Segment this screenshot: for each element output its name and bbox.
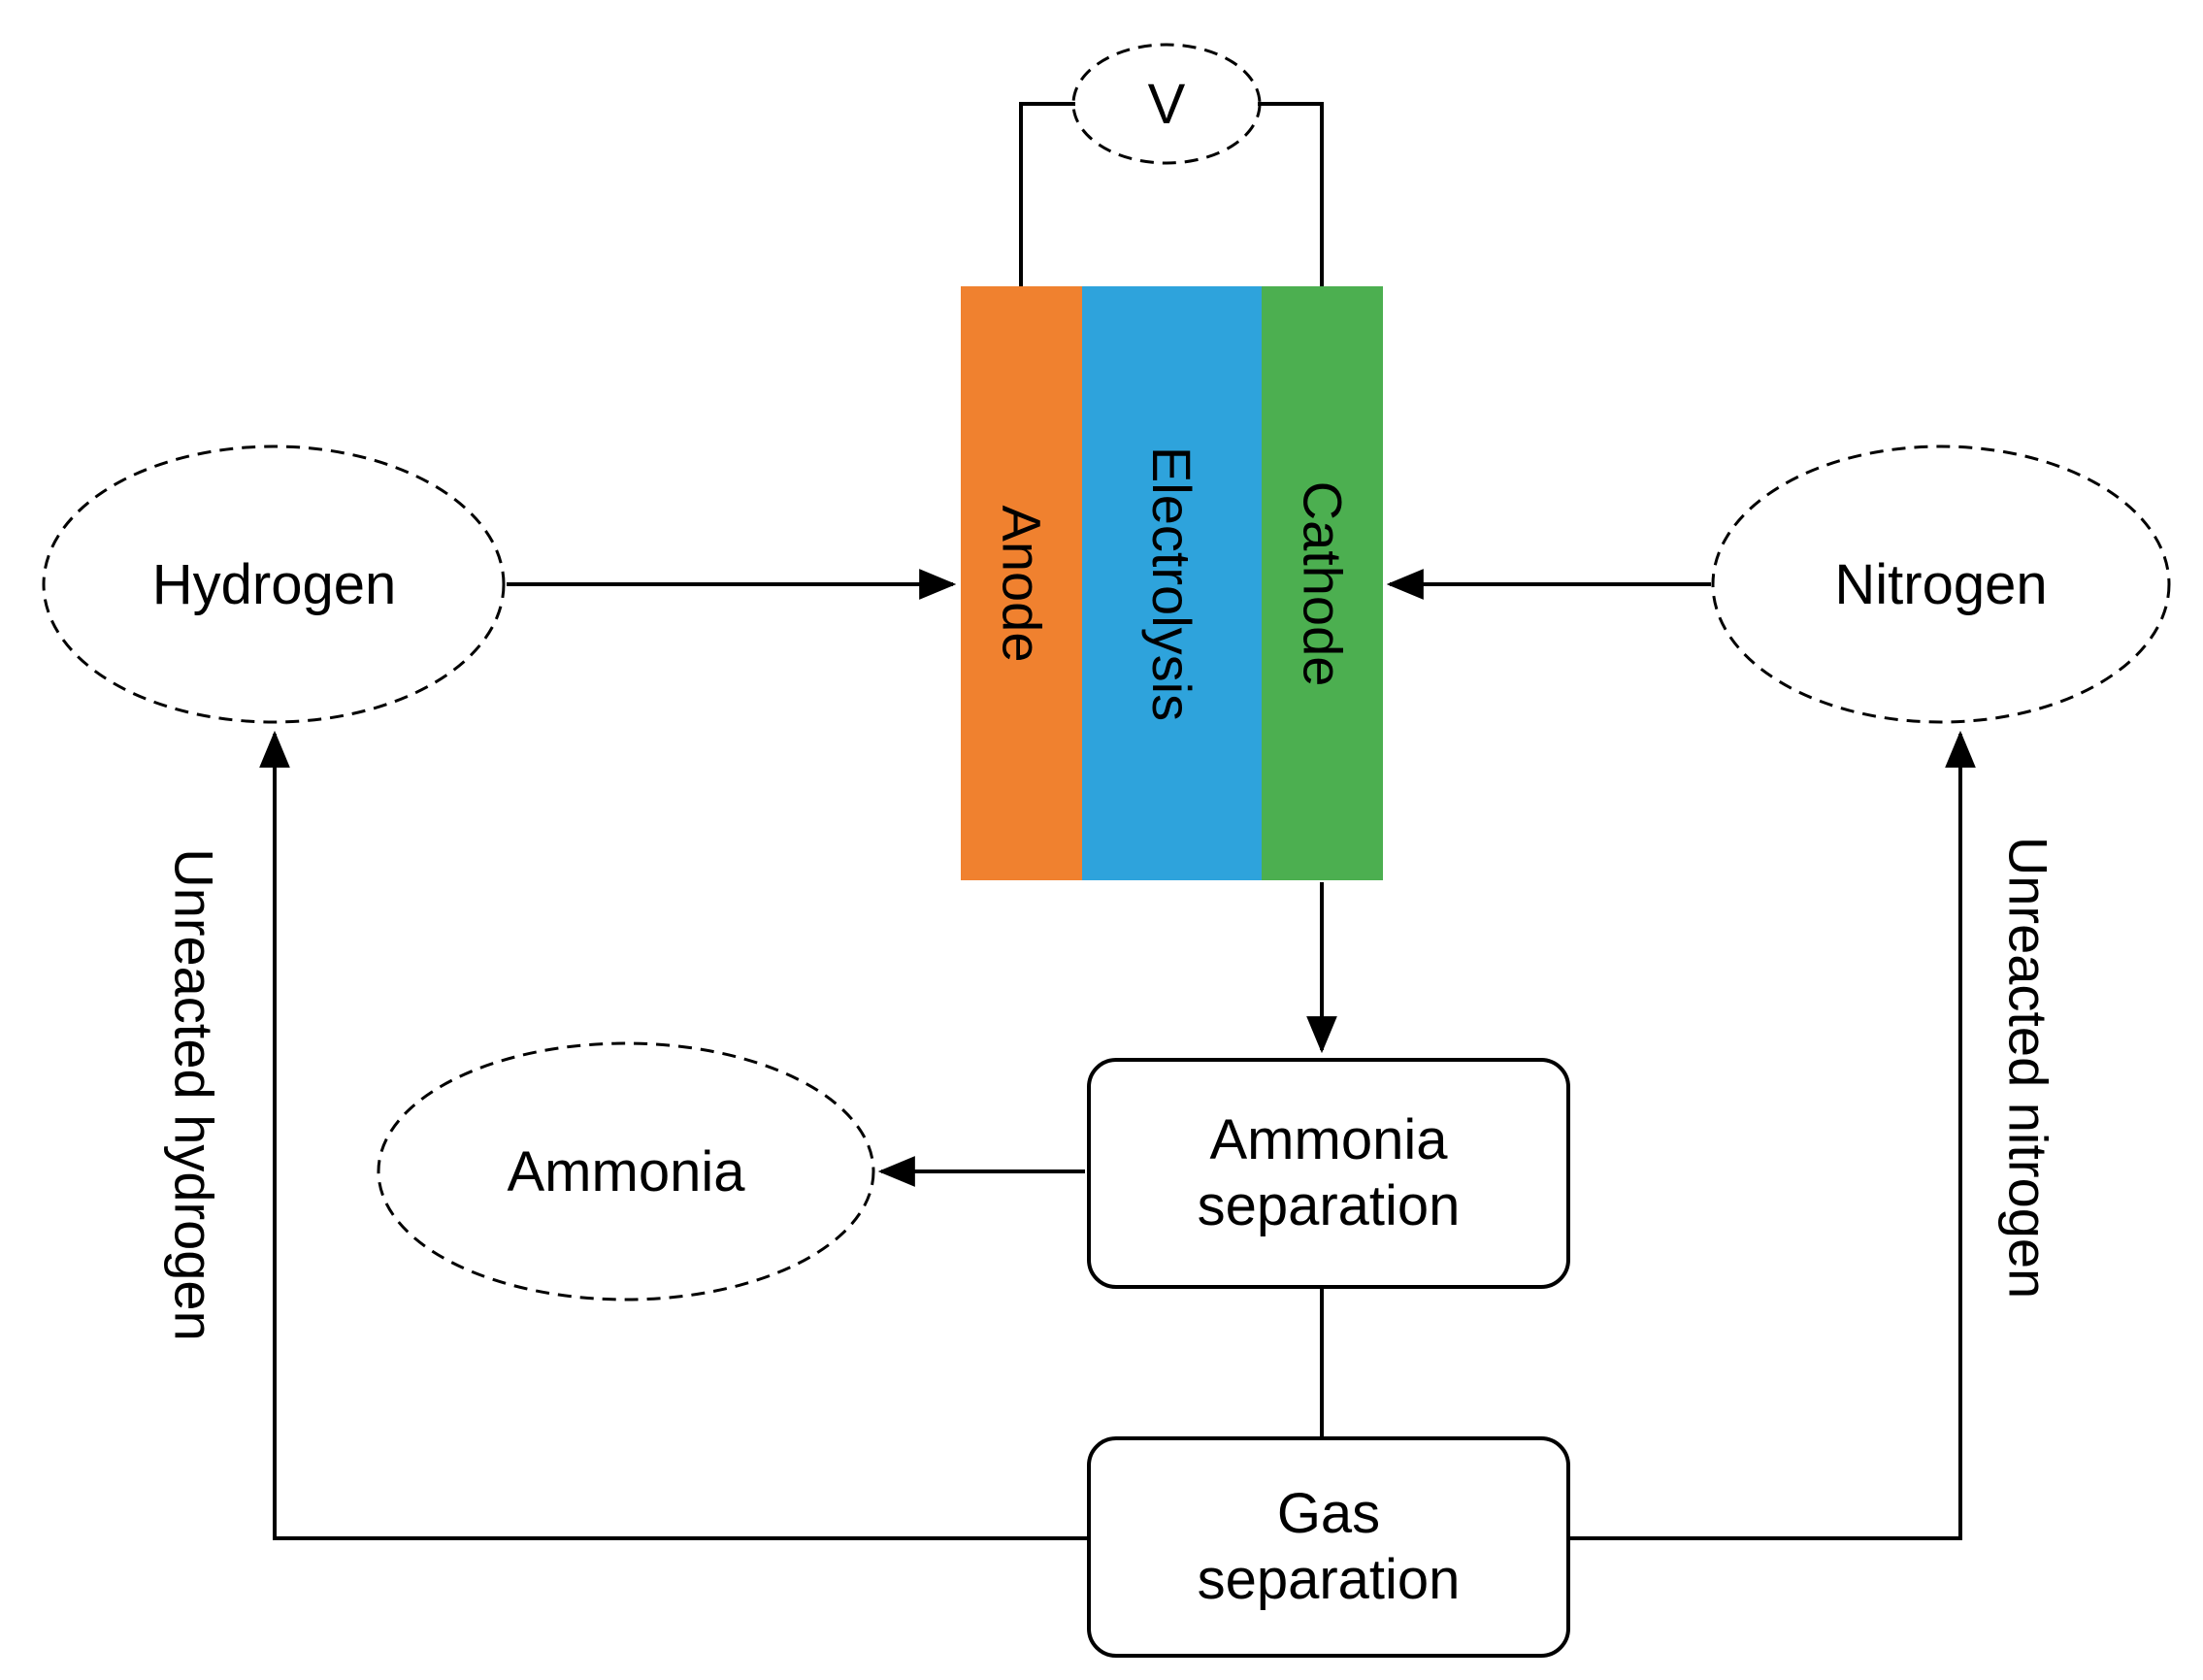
- anode-label: Anode: [991, 505, 1052, 662]
- wire-anode-to-voltmeter: [1019, 102, 1075, 288]
- ammonia-separation-label: Ammonia separation: [1197, 1107, 1461, 1237]
- unreacted-hydrogen-label: Unreacted hydrogen: [163, 848, 225, 1341]
- voltmeter-node: V: [1073, 45, 1260, 163]
- nitrogen-ellipse: [1711, 445, 2171, 724]
- wire-cathode-to-voltmeter: [1258, 102, 1324, 288]
- arrow-unreacted-nitrogen-return: [1562, 730, 1976, 1540]
- ammonia-label: Ammonia: [507, 1140, 745, 1203]
- ammonia-separation-box: Ammonia separation: [1087, 1058, 1570, 1289]
- hydrogen-node: Hydrogen: [44, 446, 505, 723]
- nitrogen-node: Nitrogen: [1713, 446, 2169, 723]
- cathode-stripe: Cathode: [1262, 286, 1383, 880]
- nitrogen-label: Nitrogen: [1834, 553, 2048, 616]
- ammonia-ellipse: [377, 1041, 875, 1301]
- ammonia-node: Ammonia: [378, 1043, 873, 1301]
- hydrogen-label: Hydrogen: [151, 553, 397, 616]
- gas-separation-box: Gas separation: [1087, 1436, 1570, 1658]
- cathode-label: Cathode: [1292, 480, 1354, 686]
- electrolyte-stripe: Electrolysis: [1082, 286, 1262, 880]
- arrow-unreacted-hydrogen-return: [259, 730, 1087, 1540]
- voltmeter-label: V: [1147, 72, 1186, 136]
- gas-separation-label: Gas separation: [1197, 1481, 1461, 1611]
- electrolyte-label: Electrolysis: [1141, 445, 1203, 721]
- anode-stripe: Anode: [961, 286, 1082, 880]
- unreacted-nitrogen-label: Unreacted nitrogen: [1997, 836, 2059, 1300]
- hydrogen-ellipse: [42, 445, 506, 724]
